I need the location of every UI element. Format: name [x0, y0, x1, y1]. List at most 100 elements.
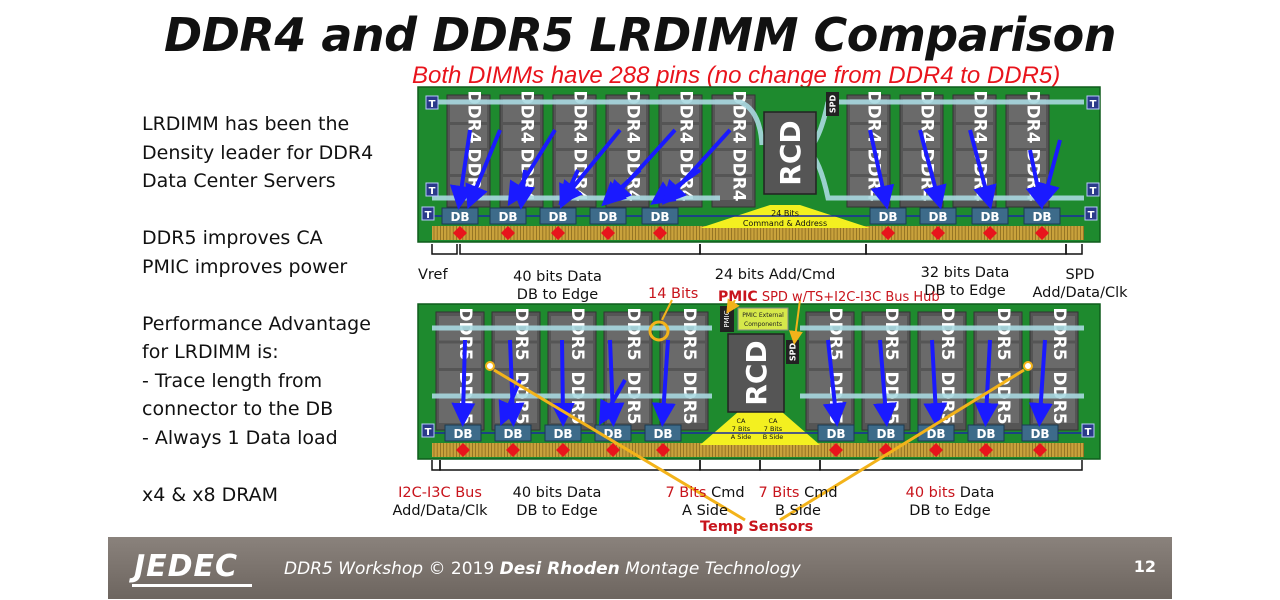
ddr4-db-chip: [539, 207, 577, 225]
ddr5-chip-label-top: DDR5: [937, 307, 957, 360]
bullet-line: LRDIMM has been the: [142, 113, 350, 135]
ddr4-dram-die: [450, 99, 487, 122]
ddr5-chip-label-top: DDR5: [993, 307, 1013, 360]
ddr5-data-pad: [929, 443, 943, 457]
ddr4-data-pad: [551, 226, 565, 240]
ddr4-db-label: DB: [1032, 210, 1051, 224]
bullet-line: PMIC improves power: [142, 255, 348, 278]
ddr5-data-arrow: [873, 339, 898, 427]
ddr4-spd-label: SPD: [829, 95, 838, 114]
ddr4-db-chip: [641, 207, 679, 225]
ddr4-db-label: DB: [928, 210, 947, 224]
bullet-line: Performance Advantage: [142, 312, 371, 335]
ddr5-chip-label-top: DDR5: [511, 307, 531, 360]
ddr5-chip-label-top: DDR5: [1049, 307, 1069, 360]
ddr5-dram-die: [865, 343, 907, 368]
ddr4-bracket: [1065, 244, 1083, 255]
ddr5-pmic-ext-1: PMIC External: [742, 312, 784, 319]
ddr5-pmic-chip-label: PMIC: [723, 310, 731, 327]
ddr4-dram-die: [556, 151, 593, 174]
ddr4-trace: [432, 99, 765, 146]
ddr4-data-pad: [501, 226, 515, 240]
ddr4-data-pad: [881, 226, 895, 240]
ddr4-gold-fingers: [432, 226, 1084, 240]
ddr5-dram-die: [439, 343, 481, 368]
ddr4-db-label: DB: [598, 210, 617, 224]
ddr4-data-arrow: [661, 128, 732, 205]
bullet-line: connector to the DB: [142, 398, 334, 420]
ddr5-db-label: DB: [976, 427, 995, 441]
ddr4-ca-desc: Command & Address: [743, 219, 827, 228]
ddr5-db-label: DB: [603, 427, 622, 441]
ddr4-dram-die: [850, 99, 887, 122]
bullet-line: for LRDIMM is:: [142, 341, 279, 363]
ddr5-db-label: DB: [926, 427, 945, 441]
ddr5-rcd-label: RCD: [740, 340, 773, 405]
ddr5-data-pad: [506, 443, 520, 457]
ddr4-chip-label-top: DDR4: [1023, 90, 1043, 143]
ddr4-t-label: T: [429, 99, 436, 110]
bullet-line: - Always 1 Data load: [142, 426, 338, 449]
ddr5-ca-a-text: 7 Bits: [732, 425, 751, 433]
ddr4-dram-die: [503, 125, 540, 148]
ddr5-chip-label-top: DDR5: [623, 307, 643, 360]
ddr4-dram-die: [556, 99, 593, 122]
ddr5-data-arrow: [1028, 339, 1053, 427]
ddr4-chip-label-top: DDR4: [570, 90, 590, 143]
ddr5-rcd-chip: [727, 333, 785, 413]
ddr5-pmic-spd-label: PMIC SPD w/TS+I2C-I3C Bus Hub: [718, 289, 940, 305]
ddr4-data-pad: [601, 226, 615, 240]
temp-sensor-line-left: [493, 368, 746, 522]
ddr5-gold-fingers: [432, 443, 1084, 457]
ddr4-chip-label-top: DDR4: [623, 90, 643, 143]
ddr4-dram-die: [956, 125, 993, 148]
temp-sensor-line-right: [779, 368, 1025, 522]
ddr5-db-label: DB: [553, 427, 572, 441]
ddr4-bracket: [699, 244, 867, 255]
ddr4-db-label: DB: [878, 210, 897, 224]
ddr5-data-arrow: [974, 339, 999, 427]
ddr5-db-label: DB: [453, 427, 472, 441]
ddr5-data-pad: [829, 443, 843, 457]
ddr4-spd-chip: [826, 92, 839, 116]
ddr5-t-label: T: [425, 427, 432, 438]
ddr4-db-label: DB: [450, 210, 469, 224]
ddr4-data-arrow: [1036, 139, 1062, 208]
ddr5-data-pad: [1033, 443, 1047, 457]
ddr4-db-label: DB: [650, 210, 669, 224]
bullet-line: x4 & x8 DRAM: [142, 483, 279, 506]
ddr5-14bits-marker: [648, 320, 670, 342]
ddr4-data-pad: [983, 226, 997, 240]
ddr5-temp-sensor-right: [1023, 361, 1033, 371]
ddr5-dram-die: [921, 343, 963, 368]
ddr4-t-label: T: [1090, 186, 1097, 197]
ddr4-data-arrow: [868, 129, 895, 210]
ddr5-ca-region: [700, 412, 820, 445]
ddr4-t-sensor: [1086, 182, 1100, 197]
ddr4-dram-die: [1009, 151, 1046, 174]
ddr4-dram-die: [715, 125, 752, 148]
ddr4-chip-label-bottom: DDR4: [729, 148, 749, 201]
ddr5-data-arrow: [498, 379, 522, 427]
ddr4-dram-die: [715, 151, 752, 174]
jedec-logo: JEDEC: [134, 549, 239, 584]
bullet-line: - Trace length from: [142, 369, 323, 392]
ddr5-bracket: [759, 460, 821, 471]
ddr4-data-pad: [931, 226, 945, 240]
slide-subtitle: Both DIMMs have 288 pins (no change from…: [412, 62, 1061, 89]
ddr4-data-arrow: [558, 128, 622, 206]
slide-footer: JEDEC DDR5 Workshop © 2019 Desi Rhoden M…: [108, 537, 1172, 599]
ddr4-dram-die: [1009, 99, 1046, 122]
ddr5-bracket: [819, 460, 1083, 471]
ddr5-dram-die: [977, 343, 1019, 368]
ddr4-t-label: T: [1088, 210, 1095, 221]
ddr5-pmic-pointer: [726, 298, 740, 314]
ddr4-t-label: T: [1090, 99, 1097, 110]
ddr5-ca-b-text: B Side: [763, 433, 784, 441]
